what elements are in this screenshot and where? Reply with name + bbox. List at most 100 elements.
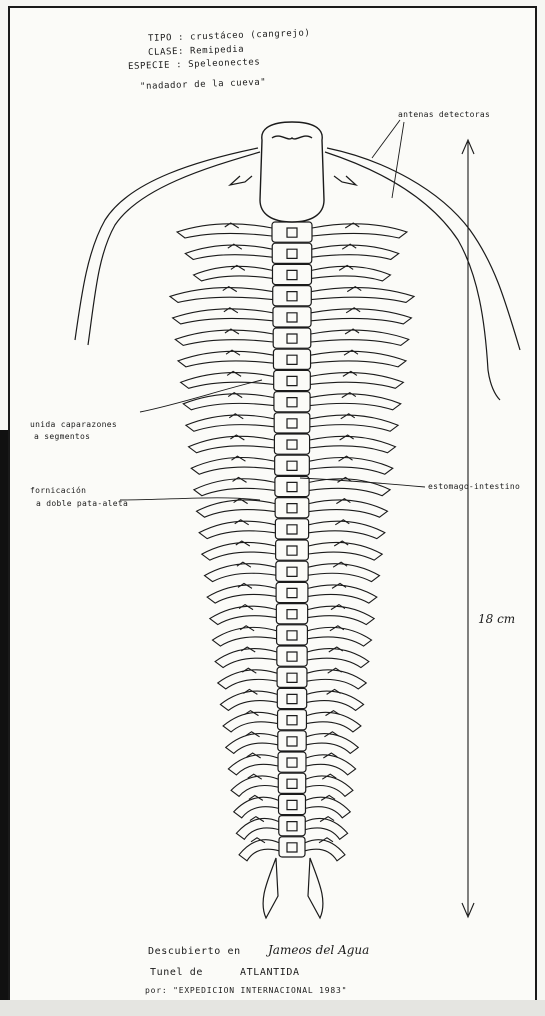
leg <box>212 627 276 646</box>
leg <box>228 755 278 775</box>
leg <box>204 564 275 582</box>
leg <box>311 351 407 367</box>
leg-joint <box>237 562 251 567</box>
leg-joint <box>333 562 347 567</box>
leg <box>305 840 345 861</box>
leg-joint <box>330 626 344 631</box>
trunk-segment <box>279 816 305 836</box>
size-bar <box>462 140 474 917</box>
trunk-segment <box>276 582 308 602</box>
trunk-segment <box>279 837 305 857</box>
leg <box>305 797 350 818</box>
leg-joint <box>235 520 249 525</box>
trunk-segment <box>274 434 309 454</box>
trunk-segment <box>276 561 308 581</box>
leg <box>223 712 277 732</box>
trunk-segment <box>278 773 305 793</box>
leg <box>220 691 277 710</box>
leg <box>307 670 366 689</box>
label-caparazones-1: unida caparazones <box>30 420 117 429</box>
leg <box>312 224 407 238</box>
footer-expedicion: por: "EXPEDICION INTERNACIONAL 1983" <box>145 986 347 995</box>
label-antenas: antenas detectoras <box>398 110 490 119</box>
leg <box>177 224 272 238</box>
leg <box>207 585 276 603</box>
trunk-segment <box>277 625 308 645</box>
leg-joint <box>236 541 250 546</box>
leg-joint <box>331 605 345 610</box>
footer-atlantida: ATLANTIDA <box>240 967 300 978</box>
leg <box>175 330 273 345</box>
leg <box>215 649 277 668</box>
trunk-segment <box>275 455 310 475</box>
leg <box>308 542 382 560</box>
leg <box>202 542 276 560</box>
leg-joint <box>336 499 350 504</box>
leg <box>231 776 278 796</box>
leg <box>307 649 369 668</box>
leg-joint <box>335 520 349 525</box>
label-pata-1: fornicación <box>30 486 86 495</box>
head-shield <box>260 122 324 222</box>
trunk-segment <box>277 646 307 666</box>
leg-joint <box>339 456 353 461</box>
footer-jameos: Jameos del Agua <box>268 943 369 957</box>
trunk-segment <box>273 307 311 327</box>
trunk-segment <box>278 752 306 772</box>
leg <box>306 776 353 796</box>
leg-joint <box>239 605 253 610</box>
label-caparazones-2: a segmentos <box>34 432 90 441</box>
leg <box>309 458 392 475</box>
trunk-segment <box>274 413 310 433</box>
leg-joint <box>332 583 346 588</box>
trunk-segment <box>277 667 307 687</box>
trunk-segment <box>274 392 310 412</box>
trunk-segment <box>276 540 309 560</box>
trunk-segment <box>278 731 306 751</box>
leg <box>234 797 279 818</box>
tail-cerci <box>263 858 323 918</box>
leg <box>309 500 388 517</box>
trunk-segment <box>272 264 311 284</box>
label-size: 18 cm <box>478 612 515 626</box>
trunk-segment <box>275 498 309 518</box>
trunk-segment <box>274 370 311 390</box>
leg-joint <box>231 456 245 461</box>
leg-joint <box>329 647 343 652</box>
leg <box>218 670 277 689</box>
leg-joint <box>241 647 255 652</box>
label-estomago: estomago-intestino <box>428 482 520 491</box>
trunk-segment <box>273 328 311 348</box>
leg <box>305 818 347 839</box>
leg-joint <box>233 477 247 482</box>
leg-joint <box>238 583 252 588</box>
footer-descubierto: Descubierto en <box>148 946 241 957</box>
leg <box>311 309 411 324</box>
trunk-segment <box>273 286 312 306</box>
trunk-segment <box>277 688 306 708</box>
trunk-segment <box>273 349 310 369</box>
leg <box>308 564 379 582</box>
leg <box>226 734 278 754</box>
footer-tunel: Tunel de <box>150 967 203 978</box>
leg <box>308 585 377 603</box>
trunk-segments <box>272 222 312 857</box>
trunk-segment <box>275 476 309 496</box>
leg <box>199 521 275 538</box>
leg <box>197 500 276 517</box>
leg-joint <box>234 499 248 504</box>
trunk-segment <box>278 710 307 730</box>
trunk-segment <box>272 243 312 263</box>
leg <box>306 712 360 732</box>
leg-joint <box>334 541 348 546</box>
leg <box>311 288 414 303</box>
leg <box>239 840 279 861</box>
trunk-segment <box>276 604 307 624</box>
leg <box>170 288 273 303</box>
trunk-segment <box>272 222 312 242</box>
leg <box>306 755 356 775</box>
leg <box>308 606 375 624</box>
leg <box>306 734 358 754</box>
